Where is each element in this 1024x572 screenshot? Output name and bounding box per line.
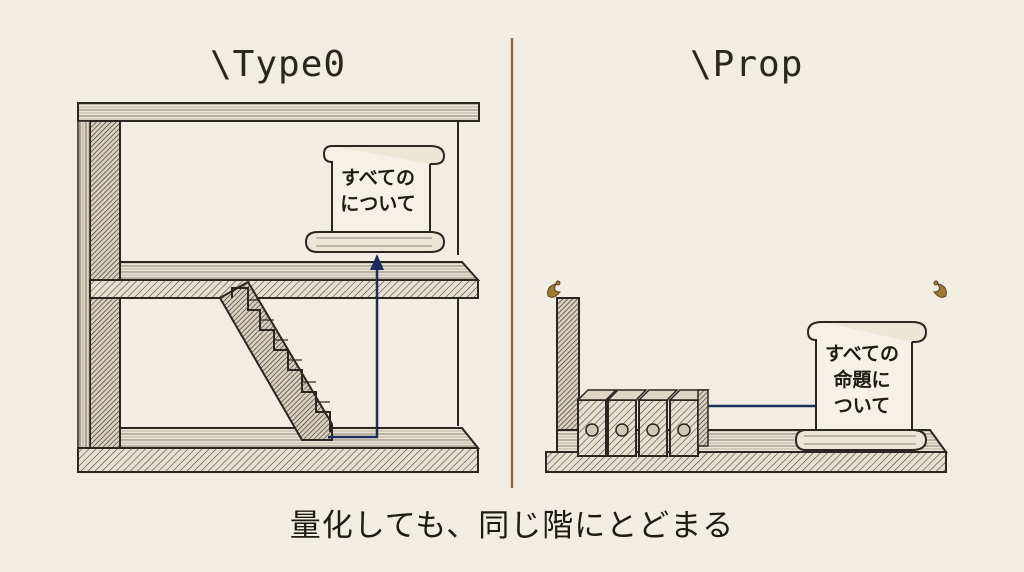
box-icon [668,389,710,457]
caption: 量化しても、同じ階にとどまる [289,508,735,544]
arrow-up [328,254,384,439]
right-ornament-icon [932,280,947,298]
proposition-boxes [576,389,710,457]
type0-building [77,102,481,473]
right-scroll-icon [794,321,928,451]
box-icon [637,389,679,457]
box-icon [576,389,618,457]
left-scroll-line-1: すべての [341,167,415,189]
prop-title: \Prop [690,44,804,85]
left-scroll-icon [304,145,446,253]
left-scroll-line-2: について [340,193,415,215]
box-icon [606,389,648,457]
type0-title: \Type0 [210,44,347,85]
right-scroll-line-1: すべての [825,343,899,365]
left-ornament-icon [547,280,562,298]
right-scroll-line-3: ついて [834,395,890,417]
staircase [218,280,333,441]
right-scroll-line-2: 命題に [833,368,890,391]
